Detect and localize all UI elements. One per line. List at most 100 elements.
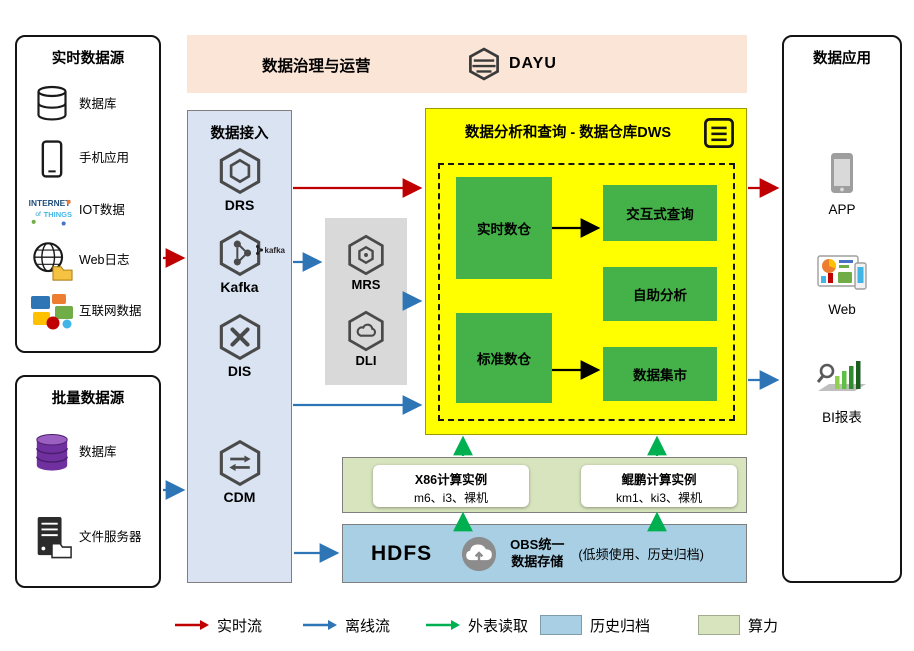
source-item-file-server: 文件服务器 (25, 510, 155, 566)
dws-title: 数据分析和查询 - 数据仓库DWS (464, 125, 672, 141)
legend-label: 离线流 (345, 617, 391, 635)
dws-service-label: 数据集市 (633, 368, 687, 383)
instance-subtitle: m6、i3、裸机 (413, 491, 488, 505)
applications-panel: 数据应用 APP Web (782, 35, 902, 583)
service-mrs: MRS (325, 234, 407, 292)
realtime-sources-panel: 实时数据源 数据库 手机应用 (15, 35, 161, 353)
dayu-icon (469, 47, 499, 81)
app-item-label: APP (828, 202, 856, 217)
service-self-analysis: 自助分析 (603, 267, 717, 321)
dws-panel: 数据分析和查询 - 数据仓库DWS 实时数仓 标准数仓 交互式查询 自助分析 数… (425, 108, 747, 435)
instance-title: X86计算实例 (414, 473, 488, 487)
service-drs: DRS (188, 147, 291, 213)
green-arrow-icon (426, 620, 460, 630)
hdfs-panel: HDFS OBS统一 数据存储 (低频使用、历史归档) (342, 524, 747, 583)
compute-instance-kunpeng: 鲲鹏计算实例 km1、ki3、裸机 (581, 465, 737, 507)
app-item-app: APP (784, 151, 900, 217)
obs-title-line2: 数据存储 (511, 553, 564, 569)
service-dli: DLI (325, 310, 407, 368)
hdfs-label: HDFS (371, 541, 433, 565)
source-item-label: 手机应用 (79, 151, 130, 166)
warehouse-label: 实时数仓 (477, 222, 531, 237)
realtime-sources-title: 实时数据源 (51, 51, 125, 67)
source-item-internet-data: 互联网数据 (25, 287, 155, 337)
kafka-wordmark-text: kafka (265, 246, 286, 255)
dis-icon (219, 313, 260, 361)
red-arrow-icon (175, 620, 209, 630)
app-item-web: Web (784, 251, 900, 317)
drs-icon (219, 147, 260, 195)
dayu-logo: DAYU (467, 47, 557, 81)
service-data-mart: 数据集市 (603, 347, 717, 401)
applications-title: 数据应用 (813, 51, 871, 67)
file-server-icon (25, 515, 79, 561)
service-label: DIS (227, 363, 252, 379)
dayu-label: DAYU (509, 55, 557, 72)
service-dis: DIS (188, 313, 291, 379)
warehouse-realtime: 实时数仓 (456, 177, 552, 279)
iot-word-2: of (35, 211, 41, 218)
governance-title: 数据治理与运营 (262, 58, 371, 75)
source-item-label: 互联网数据 (79, 304, 142, 319)
database-purple-icon (25, 431, 79, 475)
warehouse-standard: 标准数仓 (456, 313, 552, 403)
batch-sources-title: 批量数据源 (51, 391, 125, 407)
kafka-icon (219, 229, 260, 277)
batch-sources-panel: 批量数据源 数据库 (15, 375, 161, 588)
legend-label: 实时流 (217, 617, 263, 635)
app-item-label: BI报表 (822, 410, 862, 425)
dws-service-label: 自助分析 (633, 288, 687, 303)
service-kafka: kafka Kafka (188, 229, 291, 295)
source-item-label: 文件服务器 (79, 530, 142, 545)
source-item-batch-database: 数据库 (25, 425, 155, 481)
iot-word-3: THINGS (44, 210, 72, 219)
service-interactive-query: 交互式查询 (603, 185, 717, 241)
compute-swatch (698, 615, 740, 635)
source-item-label: 数据库 (79, 445, 117, 460)
mrs-icon (348, 234, 384, 276)
legend-external-read: 外表读取 (426, 612, 528, 638)
blue-arrow-icon (303, 620, 337, 630)
dws-service-label: 交互式查询 (626, 207, 694, 222)
service-label: DLI (355, 353, 377, 368)
service-label: DRS (224, 197, 255, 213)
warehouse-label: 标准数仓 (477, 352, 531, 367)
legend-realtime-flow: 实时流 (175, 612, 262, 638)
legend-label: 历史归档 (590, 617, 651, 635)
obs-icon (460, 535, 498, 573)
service-label: CDM (223, 489, 256, 505)
dws-inner-boundary (438, 163, 735, 421)
web-dashboard-icon (817, 255, 867, 290)
iot-icon: INTERNET of THINGS (25, 193, 79, 229)
phone-icon (25, 139, 79, 179)
cdm-icon (219, 439, 260, 487)
source-item-mobile-app: 手机应用 (25, 135, 155, 183)
processing-panel: MRS DLI (325, 218, 407, 385)
source-item-label: IOT数据 (79, 203, 125, 218)
legend-offline-flow: 离线流 (303, 612, 390, 638)
service-label: Kafka (220, 279, 259, 295)
kafka-wordmark: kafka (255, 243, 289, 262)
web-log-icon (25, 240, 79, 282)
legend-compute: 算力 (698, 612, 778, 638)
app-phone-icon (831, 153, 853, 193)
compute-instance-x86: X86计算实例 m6、i3、裸机 (373, 465, 529, 507)
ingestion-title: 数据接入 (210, 126, 269, 142)
obs-note: (低频使用、历史归档) (578, 547, 705, 562)
obs-title-line1: OBS统一 (510, 536, 565, 552)
service-cdm: CDM (188, 439, 291, 505)
database-icon (25, 84, 79, 126)
instance-subtitle: km1、ki3、裸机 (615, 491, 702, 505)
ingestion-panel: 数据接入 DRS (187, 110, 292, 583)
legend-archive: 历史归档 (540, 612, 650, 638)
obs-title: OBS统一 数据存储 (510, 537, 564, 571)
governance-banner: 数据治理与运营 DAYU (187, 35, 747, 93)
legend-label: 算力 (748, 617, 779, 635)
compute-panel: X86计算实例 m6、i3、裸机 鲲鹏计算实例 km1、ki3、裸机 (342, 457, 747, 513)
service-label: MRS (351, 277, 381, 292)
legend-label: 外表读取 (468, 617, 529, 635)
app-item-bi: BI报表 (784, 357, 900, 426)
iot-word-1: INTERNET (29, 198, 71, 208)
source-item-database: 数据库 (25, 81, 155, 129)
